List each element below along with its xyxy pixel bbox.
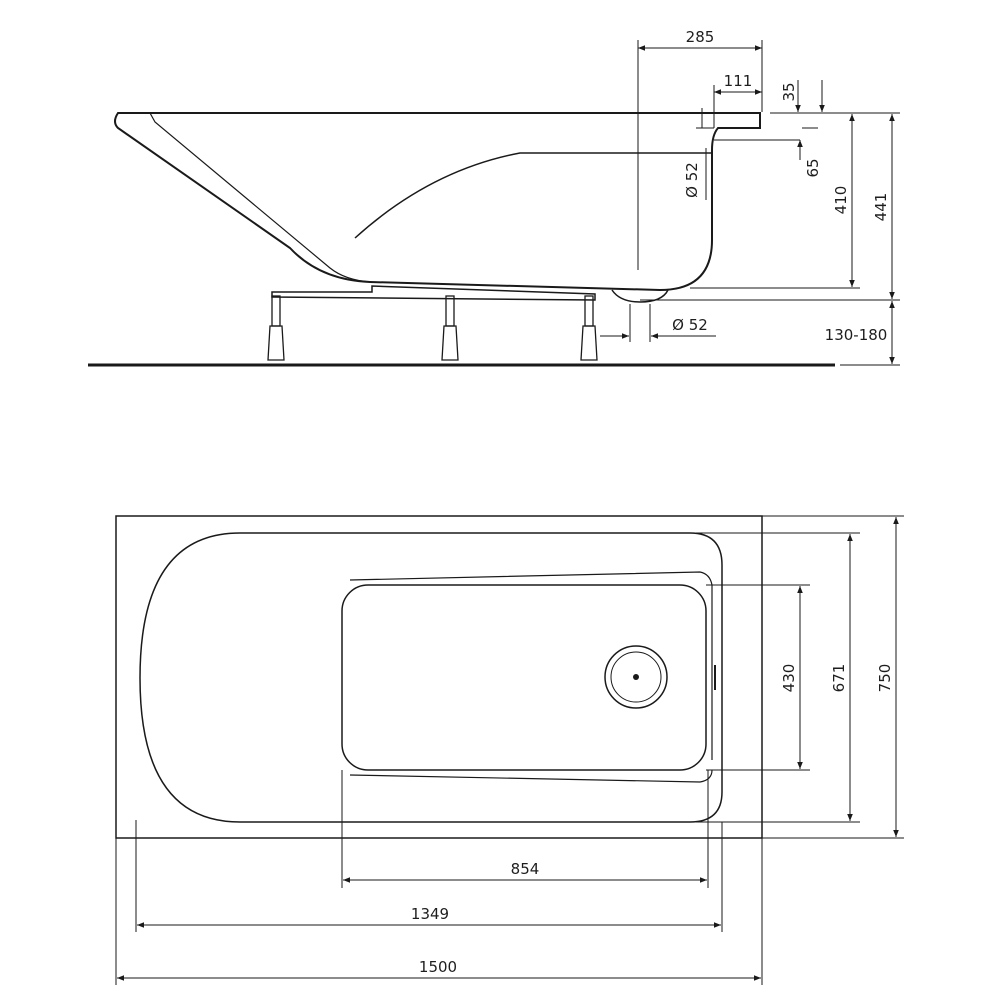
dim-outer-length: 1500 <box>115 838 763 985</box>
drain-outlet <box>611 289 669 303</box>
tub-basin-outline <box>139 532 723 823</box>
dim-inner-width-label: 671 <box>830 664 848 693</box>
dim-top-width: 285 <box>637 28 763 270</box>
dim-overflow-drop: 65 <box>797 140 822 178</box>
dim-rim-thickness-label: 35 <box>780 82 798 101</box>
dim-inner-width: 671 <box>696 532 860 823</box>
plan-view: 854 1349 1500 430 671 <box>115 515 904 985</box>
dim-overflow-offset: 111 <box>713 72 762 128</box>
dim-overflow-offset-label: 111 <box>724 72 753 90</box>
dim-inner-depth: 410 <box>690 112 860 289</box>
dim-bottom-length: 854 <box>341 770 709 888</box>
side-view: 285 111 35 65 Ø 52 <box>88 28 900 367</box>
dim-leg-height-label: 130-180 <box>825 326 888 344</box>
drain-icon <box>604 645 668 709</box>
leg-left <box>267 295 285 361</box>
tub-bottom-area <box>341 584 707 771</box>
dim-total-height: 441 <box>640 112 900 301</box>
tub-interior-contour <box>354 152 712 239</box>
dim-outer-width-label: 750 <box>876 664 894 693</box>
dim-overflow-drop-label: 65 <box>804 158 822 177</box>
dim-top-width-label: 285 <box>686 28 715 46</box>
dim-outer-width: 750 <box>762 515 904 839</box>
tub-shell-outline <box>114 112 761 292</box>
dim-inner-depth-label: 410 <box>832 186 850 215</box>
leg-right <box>580 295 598 361</box>
dim-leg-height: 130-180 <box>825 301 900 366</box>
dim-bottom-width-label: 430 <box>780 664 798 693</box>
dim-overflow-diameter-label: Ø 52 <box>683 162 701 198</box>
dim-rim-thickness: 35 <box>772 80 830 129</box>
dim-bottom-width: 430 <box>706 584 810 771</box>
dim-overflow-diameter: Ø 52 <box>683 148 707 200</box>
dim-bottom-length-label: 854 <box>511 860 540 878</box>
dim-outer-length-label: 1500 <box>419 958 457 976</box>
tub-inner-rim <box>149 112 371 283</box>
side-contour-bottom <box>349 769 713 783</box>
dim-inner-length-label: 1349 <box>411 905 449 923</box>
tub-outer-rim <box>115 515 763 839</box>
dim-drain-diameter: Ø 52 <box>600 304 716 342</box>
dim-total-height-label: 441 <box>872 193 890 222</box>
dim-inner-length: 1349 <box>135 820 723 932</box>
support-frame <box>271 285 596 301</box>
side-contour-top <box>349 571 713 760</box>
leg-middle <box>441 295 459 361</box>
overflow-marker <box>696 108 800 141</box>
dim-drain-diameter-label: Ø 52 <box>672 316 708 334</box>
